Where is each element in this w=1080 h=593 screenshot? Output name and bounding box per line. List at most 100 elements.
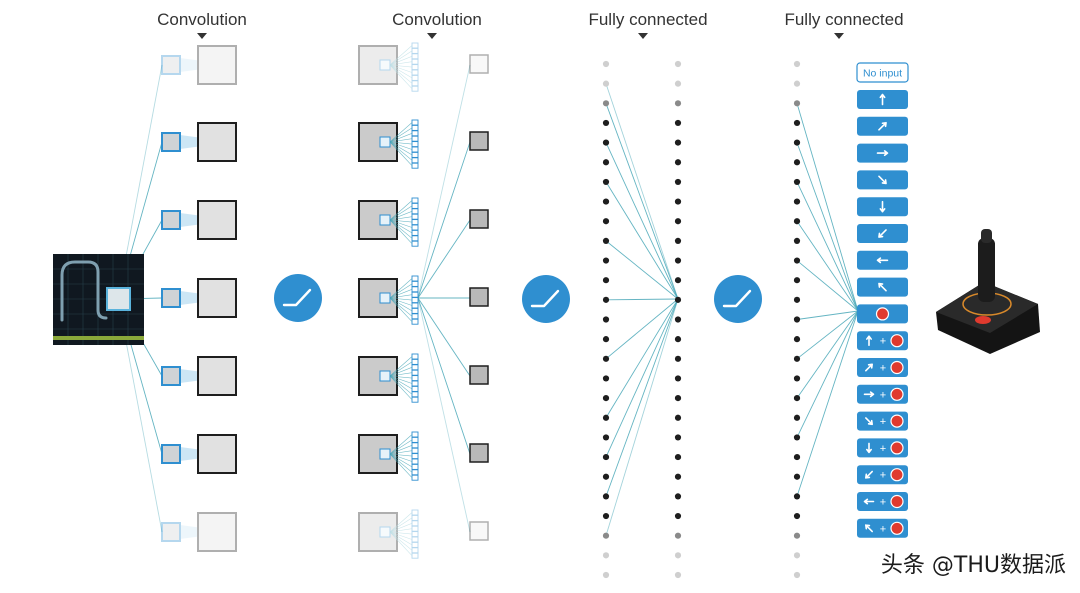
connection-line (796, 220, 859, 312)
conv1-feature-map (197, 45, 237, 85)
conv2-channel-stack (411, 364, 419, 371)
receptive-field-box (106, 287, 131, 311)
fc-neuron (602, 296, 610, 303)
conv2-channel-stack (411, 520, 419, 527)
conv2-channel-stack (411, 302, 419, 309)
fc-neuron (674, 277, 682, 284)
conv2-channel-stack (411, 431, 419, 438)
joystick-icon (936, 229, 1040, 354)
down-right-arrow-icon (865, 417, 873, 426)
left-arrow-icon (876, 257, 889, 264)
conv2-channel-stack (411, 536, 419, 543)
connection-line (417, 64, 471, 299)
left-arrow-icon (863, 498, 875, 505)
conv2-channel-stack (411, 74, 419, 81)
kernel-link (389, 367, 413, 377)
fc-neuron (793, 336, 801, 343)
kernel-link (389, 453, 413, 478)
stage-marker-fc2 (834, 33, 844, 39)
conv2-channel-stack (411, 53, 419, 60)
fc-neuron (793, 414, 801, 421)
fc-neuron (602, 414, 610, 421)
fc-neuron (793, 453, 801, 461)
fc-neuron (602, 453, 610, 461)
conv2-kernel (379, 292, 391, 304)
conv2-channel-stack (411, 58, 419, 65)
relu-curve (282, 288, 312, 307)
fc-neuron (793, 80, 801, 87)
kernel-link (389, 512, 413, 533)
conv1-filter (161, 444, 181, 464)
kernel-link (389, 211, 413, 221)
conv2-channel-stack (411, 447, 419, 454)
right-arrow-icon (863, 391, 875, 398)
conv2-channel-stack (411, 442, 419, 449)
connection-line (796, 310, 859, 438)
fc-neuron (602, 355, 610, 362)
plus-sign: + (880, 336, 886, 348)
fc-neuron (674, 473, 682, 480)
connection-line (796, 103, 859, 312)
fire-button-icon (890, 387, 904, 401)
plus-sign: + (880, 470, 886, 482)
kernel-link (389, 64, 413, 89)
plus-sign: + (880, 443, 886, 455)
conv2-kernel (379, 370, 391, 382)
fc-neuron (602, 552, 610, 559)
down-arrow-icon (866, 442, 872, 454)
fc-neuron (602, 277, 610, 284)
conv1-feature-map (197, 278, 237, 318)
fc-neuron (674, 414, 682, 421)
kernel-link (389, 453, 413, 473)
kernel-link (389, 219, 413, 244)
conv2-channel-stack (411, 80, 419, 87)
action-output (857, 170, 908, 190)
conv1-filter-row (161, 278, 237, 318)
up-right-arrow-icon (865, 363, 873, 372)
conv2-channel-stack (411, 135, 419, 142)
connection-line (796, 142, 859, 312)
kernel-link (389, 445, 413, 455)
up-left-arrow-icon (865, 524, 873, 533)
kernel-link (389, 45, 413, 66)
conv1-filter-row (161, 356, 237, 396)
conv2-channel-stack (411, 130, 419, 137)
kernel-link (389, 278, 413, 299)
fc-neuron (602, 375, 610, 382)
filter-beam (180, 58, 218, 72)
conv2-channel-stack (411, 197, 419, 204)
conv2-input-map (358, 45, 398, 85)
down-left-arrow-icon (865, 470, 873, 479)
action-output (857, 304, 908, 324)
conv2-channel-stack (411, 224, 419, 231)
joystick-stick (978, 238, 995, 302)
kernel-link (389, 219, 413, 239)
conv2-channel-stack (411, 396, 419, 403)
game-frame-input (53, 254, 144, 345)
fc-neuron (602, 159, 610, 166)
right-arrow-icon (876, 150, 889, 157)
game-ground (53, 336, 144, 340)
fc-neuron (602, 218, 610, 225)
conv2-channel-stack (411, 208, 419, 215)
kernel-link (389, 453, 413, 462)
fc-neuron (674, 493, 682, 500)
conv2-row (358, 431, 489, 481)
fc-neuron (793, 159, 801, 166)
fire-button-icon (890, 414, 904, 428)
connection-line (605, 103, 679, 300)
kernel-link (389, 283, 413, 299)
kernel-link (389, 133, 413, 143)
fc-neuron (602, 316, 610, 323)
up-arrow-icon (879, 93, 886, 106)
fc-neuron (674, 296, 682, 303)
fc-neuron (674, 159, 682, 166)
kernel-link (389, 289, 413, 299)
fc-neuron (602, 80, 610, 87)
fc-neuron (674, 80, 682, 87)
kernel-link (389, 375, 413, 384)
fc-neuron (602, 257, 610, 264)
relu-curve (530, 289, 560, 308)
connection-line (796, 310, 859, 320)
fc-neuron (793, 257, 801, 264)
